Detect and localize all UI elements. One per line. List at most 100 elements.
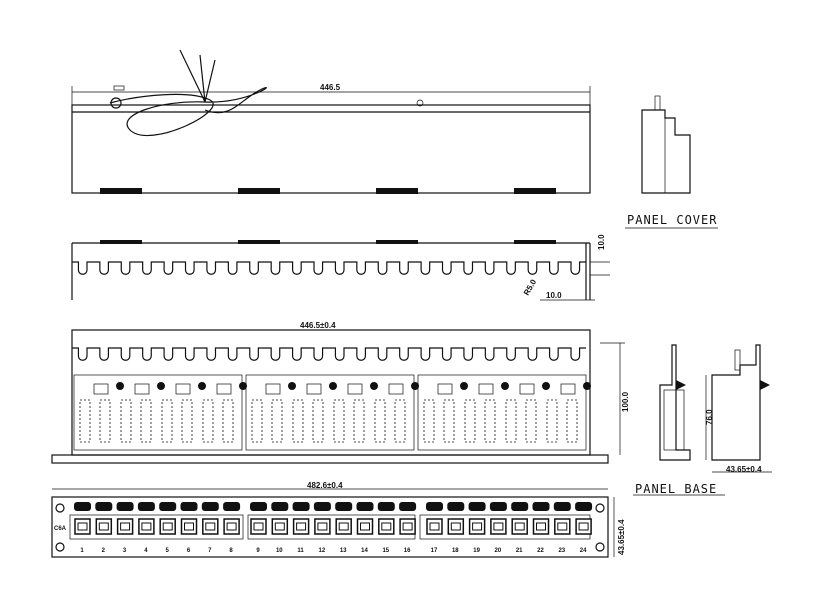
idc-block — [423, 399, 435, 443]
rj45-port[interactable] — [116, 518, 134, 535]
idc-block — [353, 399, 365, 443]
keystone-module-group — [73, 374, 243, 451]
port-label-window — [468, 502, 486, 511]
idc-block — [271, 399, 283, 443]
rj45-port[interactable] — [271, 518, 289, 535]
port-label-window — [553, 502, 571, 511]
panel-base-label: PANEL BASE — [635, 482, 717, 496]
port-number: 7 — [208, 548, 212, 554]
rj45-port[interactable] — [138, 518, 155, 535]
port-label-window — [532, 502, 550, 511]
port-label-window — [180, 502, 198, 511]
idc-block — [484, 399, 496, 443]
port-number: 19 — [473, 548, 480, 554]
rj45-port[interactable] — [95, 518, 113, 535]
port-label-window — [575, 502, 593, 511]
port-number: 16 — [404, 548, 411, 554]
port-label-window — [159, 502, 177, 511]
port-label-window — [223, 502, 241, 511]
rj45-port[interactable] — [292, 518, 310, 535]
front-height-dim: 43.65±0.4 — [617, 519, 626, 555]
port-number: 4 — [144, 548, 148, 554]
idc-block — [312, 399, 324, 443]
rj45-port[interactable] — [356, 518, 374, 535]
rj45-port[interactable] — [250, 518, 267, 535]
port-number: 14 — [361, 548, 368, 554]
rj45-port[interactable] — [74, 518, 91, 535]
rj45-port[interactable] — [378, 518, 395, 535]
port-label-window — [201, 502, 219, 511]
port-label-window — [313, 502, 331, 511]
idc-block — [464, 399, 476, 443]
rj45-port[interactable] — [399, 518, 416, 535]
radius-dim: R5.0 — [522, 277, 539, 297]
port-number: 1 — [80, 548, 84, 554]
port-label-window — [116, 502, 134, 511]
port-number: 22 — [537, 548, 544, 554]
idc-block — [292, 399, 304, 443]
base-height-dim: 100.0 — [621, 391, 630, 412]
front-width-dim: 482.6±0.4 — [307, 481, 343, 490]
rj45-port[interactable] — [223, 518, 240, 535]
port-number: 3 — [123, 548, 127, 554]
port-number: 2 — [102, 548, 106, 554]
port-label-window — [511, 502, 529, 511]
cover-top-view: 446.5 — [71, 49, 591, 194]
port-number: 18 — [452, 548, 459, 554]
idc-block — [251, 399, 263, 443]
port-label-window — [377, 502, 395, 511]
groove-depth-dim: 10.0 — [597, 234, 606, 250]
groove-pitch-dim: 10.0 — [546, 291, 562, 300]
idc-block — [161, 399, 173, 443]
rj45-port[interactable] — [468, 518, 486, 535]
port-number: 13 — [340, 548, 347, 554]
port-number: 6 — [187, 548, 191, 554]
rj45-port[interactable] — [490, 518, 507, 535]
rj45-port[interactable] — [180, 518, 198, 535]
port-label-window — [426, 502, 443, 511]
port-number: 10 — [276, 548, 283, 554]
rj45-port[interactable] — [159, 518, 176, 535]
cover-width-dim: 446.5 — [320, 83, 341, 92]
ground-wire-icon — [109, 49, 267, 137]
idc-block — [222, 399, 234, 443]
port-label-window — [137, 502, 155, 511]
base-top-view: 446.5±0.4 100.0 — [51, 321, 630, 464]
port-number: 21 — [516, 548, 523, 554]
idc-block — [525, 399, 537, 443]
rj45-port[interactable] — [314, 518, 331, 535]
idc-block — [546, 399, 558, 443]
category-label: C6A — [54, 526, 67, 532]
port-number: 8 — [229, 548, 233, 554]
port-number: 12 — [319, 548, 326, 554]
port-label-window — [95, 502, 113, 511]
idc-block — [566, 399, 578, 443]
rj45-port[interactable] — [202, 518, 219, 535]
idc-block — [202, 399, 214, 443]
panel-base-side-view: 76.0 43.65±0.4 PANEL BASE — [633, 344, 772, 496]
idc-block — [333, 399, 345, 443]
port-label-window — [271, 502, 289, 511]
panel-cover-side-view: PANEL COVER — [625, 95, 718, 229]
rj45-port[interactable] — [575, 518, 592, 535]
rj45-port[interactable] — [447, 518, 465, 535]
rj45-port[interactable] — [426, 518, 443, 535]
rj45-port[interactable] — [532, 518, 550, 535]
port-label-window — [447, 502, 465, 511]
panel-cover-label: PANEL COVER — [627, 213, 717, 227]
cover-groove-view: 10.0 R5.0 10.0 — [71, 234, 610, 301]
port-label-window — [292, 502, 310, 511]
port-label-window — [489, 502, 507, 511]
port-number: 17 — [431, 548, 438, 554]
port-label-window — [356, 502, 374, 511]
base-width-dim: 446.5±0.4 — [300, 321, 336, 330]
idc-block — [443, 399, 455, 443]
rj45-port[interactable] — [335, 518, 352, 535]
rj45-port[interactable] — [511, 518, 528, 535]
idc-block — [374, 399, 386, 443]
port-label-window — [74, 502, 91, 511]
rj45-port[interactable] — [554, 518, 571, 535]
idc-block — [120, 399, 132, 443]
